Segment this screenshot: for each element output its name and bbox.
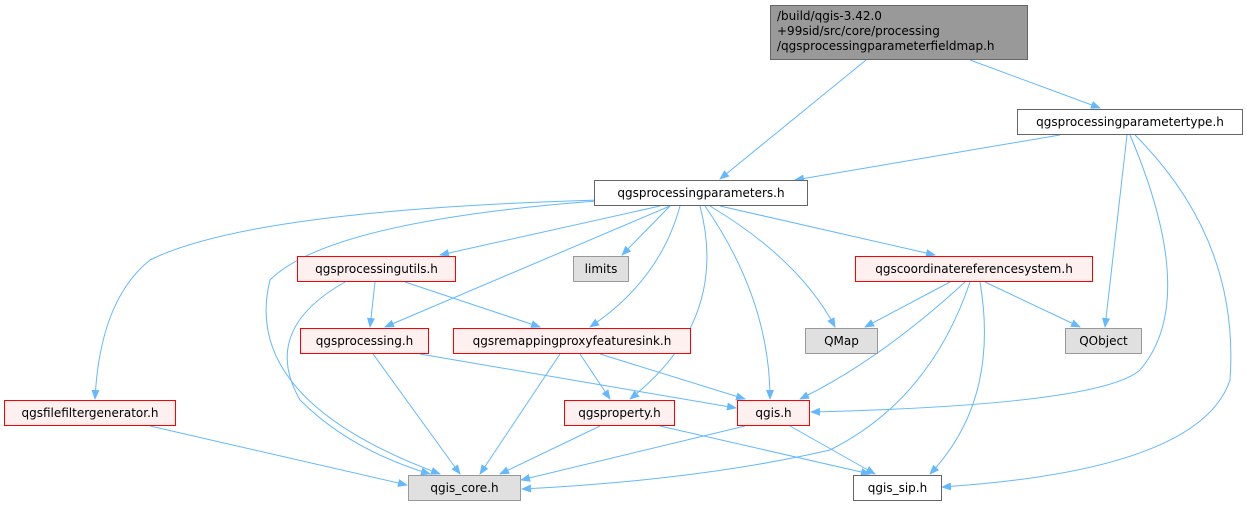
edge-crs-qmap bbox=[864, 281, 951, 328]
node-qgis[interactable]: qgis.h bbox=[737, 400, 810, 426]
root-line-1: /build/qgis-3.42.0 bbox=[777, 9, 882, 23]
edge-qgis-sip bbox=[789, 425, 876, 475]
node-qgscoordinatereferencesystem[interactable]: qgscoordinatereferencesystem.h bbox=[855, 256, 1093, 282]
edge-putils-core bbox=[286, 281, 431, 476]
edge-params-qgis bbox=[704, 205, 774, 400]
node-limits: limits bbox=[573, 256, 629, 282]
edge-prop-sip bbox=[659, 425, 871, 476]
edge-ffg-core bbox=[149, 425, 408, 487]
node-qgsprocessingparameters[interactable]: qgsprocessingparameters.h bbox=[594, 180, 808, 206]
edge-proc-core bbox=[372, 353, 461, 475]
edge-prop-core bbox=[499, 425, 601, 475]
node-qgsproperty[interactable]: qgsproperty.h bbox=[564, 400, 675, 426]
edge-params-qmap bbox=[709, 205, 836, 328]
node-root-file[interactable]: /build/qgis-3.42.0 +99sid/src/core/proce… bbox=[770, 5, 1028, 60]
edge-putils-remap bbox=[404, 281, 541, 328]
edge-ptype-qobject bbox=[1102, 134, 1128, 328]
edge-ptype-sip bbox=[941, 134, 1232, 491]
edge-params-remap bbox=[589, 205, 681, 328]
edge-putils-proc bbox=[367, 281, 376, 328]
node-qgsfilefiltergenerator[interactable]: qgsfilefiltergenerator.h bbox=[4, 400, 176, 426]
edge-params-crs bbox=[719, 205, 936, 257]
edge-proc-qgis bbox=[419, 353, 737, 411]
edge-remap-core bbox=[479, 353, 561, 475]
edge-crs-core bbox=[521, 281, 971, 493]
edge-params-putils bbox=[439, 205, 661, 257]
edge-remap-qgis bbox=[599, 353, 746, 401]
edge-params-limits bbox=[621, 205, 671, 256]
root-line-3: /qgsprocessingparameterfieldmap.h bbox=[777, 39, 995, 53]
node-qgsprocessingutils[interactable]: qgsprocessingutils.h bbox=[297, 256, 456, 282]
node-qgis-sip[interactable]: qgis_sip.h bbox=[853, 475, 942, 501]
edge-crs-qobject bbox=[984, 281, 1081, 328]
edge-remap-prop bbox=[579, 353, 611, 400]
edge-root-params bbox=[719, 59, 867, 180]
node-qgis-core: qgis_core.h bbox=[408, 475, 521, 501]
edge-ptype-params bbox=[794, 134, 1061, 183]
edge-params-prop bbox=[629, 205, 708, 400]
node-qgsprocessingparametertype[interactable]: qgsprocessingparametertype.h bbox=[1017, 109, 1243, 135]
edge-qgis-core bbox=[520, 425, 746, 482]
node-qobject: QObject bbox=[1065, 328, 1142, 354]
node-qmap: QMap bbox=[805, 328, 878, 354]
edge-crs-qgis bbox=[799, 281, 966, 400]
node-qgsremappingproxyfeaturesink[interactable]: qgsremappingproxyfeaturesink.h bbox=[453, 328, 691, 354]
edge-ptype-qgis bbox=[810, 134, 1169, 416]
edge-params-core bbox=[265, 199, 611, 475]
root-line-2: +99sid/src/core/processing bbox=[777, 24, 940, 38]
edge-root-ptype bbox=[969, 59, 1101, 109]
edge-params-proc bbox=[384, 205, 671, 328]
edge-params-ffg bbox=[91, 199, 601, 400]
edge-crs-sip bbox=[929, 281, 985, 475]
node-qgsprocessing[interactable]: qgsprocessing.h bbox=[300, 328, 429, 354]
